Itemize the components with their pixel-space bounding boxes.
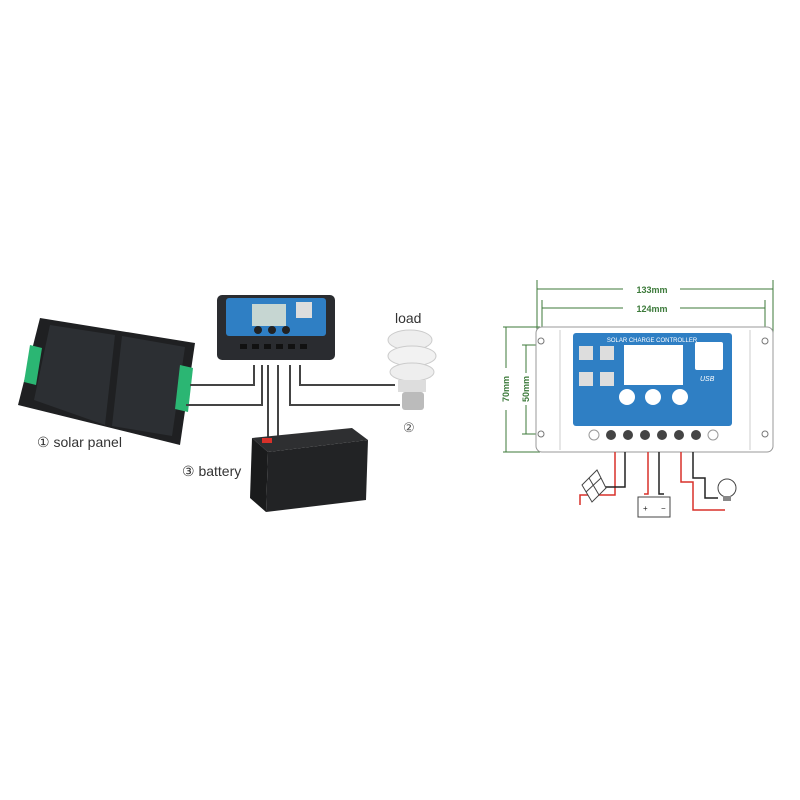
svg-text:+: + (643, 504, 648, 513)
battery-label: ③ battery (182, 463, 241, 479)
load-label: load (395, 310, 421, 326)
controller-title: SOLAR CHARGE CONTROLLER (607, 338, 698, 344)
mount-height-label: 50mm (521, 376, 531, 402)
bulb-icon (717, 478, 737, 501)
load-number: ② (403, 420, 415, 435)
charge-controller-photo (217, 295, 335, 360)
wires (186, 365, 400, 448)
mount-width-label: 124mm (636, 304, 667, 314)
panel-handle-left (24, 345, 42, 385)
battery (250, 428, 368, 512)
controller-outline (535, 326, 774, 453)
terminals (588, 429, 719, 441)
svg-text:−: − (661, 504, 666, 513)
solar-panel-label: ① solar panel (37, 434, 122, 450)
overall-height-label: 70mm (501, 376, 511, 402)
solar-panel (18, 318, 195, 445)
solar-icon (581, 469, 607, 503)
overall-width-label: 133mm (636, 285, 667, 295)
load-bulb (387, 329, 437, 410)
battery-icon: +− (637, 496, 671, 518)
usb-label: USB (700, 376, 715, 383)
panel-handle-right (175, 365, 193, 412)
